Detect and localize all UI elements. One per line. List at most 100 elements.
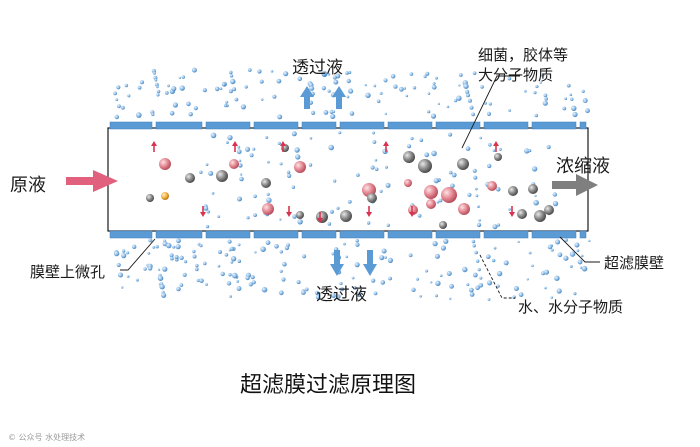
water-dot bbox=[228, 89, 233, 94]
water-dot bbox=[355, 298, 359, 301]
water-dot bbox=[230, 78, 236, 85]
water-dot bbox=[435, 76, 438, 80]
water-dot bbox=[550, 248, 554, 252]
water-dot bbox=[513, 286, 519, 291]
water-dot bbox=[225, 141, 229, 144]
water-dot bbox=[384, 256, 387, 259]
water-dot bbox=[434, 253, 440, 259]
water-dot bbox=[446, 271, 452, 276]
water-dot bbox=[492, 224, 498, 230]
water-dot bbox=[450, 183, 455, 189]
water-dot bbox=[508, 208, 511, 211]
water-dot bbox=[315, 295, 320, 300]
water-dot bbox=[524, 148, 530, 154]
water-dot bbox=[302, 254, 307, 259]
water-dot bbox=[175, 244, 181, 250]
water-dot bbox=[423, 74, 427, 79]
water-dot bbox=[449, 283, 454, 289]
water-label: 水、水分子物质 bbox=[518, 298, 623, 316]
water-dot bbox=[238, 159, 242, 163]
water-dot bbox=[466, 93, 470, 98]
water-dot bbox=[169, 110, 175, 116]
water-dot bbox=[493, 246, 497, 250]
water-dot bbox=[374, 158, 378, 162]
water-dot bbox=[507, 76, 512, 81]
water-dot bbox=[385, 182, 391, 188]
water-dot bbox=[164, 91, 169, 95]
water-dot bbox=[338, 131, 342, 135]
water-dot bbox=[331, 252, 335, 256]
water-dot bbox=[327, 89, 331, 93]
water-dot bbox=[327, 222, 332, 226]
water-dot bbox=[116, 262, 121, 268]
water-dot bbox=[137, 85, 142, 90]
water-dot bbox=[539, 81, 542, 84]
water-dot bbox=[581, 265, 588, 272]
water-dot bbox=[533, 199, 539, 206]
feed-arrow-icon bbox=[66, 170, 118, 192]
water-dot bbox=[484, 101, 487, 105]
permeate-top-label: 透过液 bbox=[292, 58, 343, 78]
water-dot bbox=[355, 239, 359, 243]
water-dot bbox=[253, 213, 257, 218]
membrane-segment bbox=[531, 121, 577, 130]
water-dot bbox=[192, 249, 196, 254]
water-dot bbox=[467, 192, 472, 197]
water-dot bbox=[419, 295, 422, 298]
internal-flow-arrows bbox=[151, 141, 515, 223]
water-dot bbox=[172, 102, 178, 108]
water-dot bbox=[199, 244, 203, 248]
water-dot bbox=[126, 251, 130, 255]
water-dot bbox=[132, 244, 137, 249]
particle bbox=[296, 211, 304, 219]
water-dot bbox=[562, 106, 567, 111]
flow-arrow-head bbox=[409, 212, 415, 217]
membrane-segment bbox=[155, 121, 203, 130]
water-dot bbox=[218, 250, 222, 254]
water-dot bbox=[409, 72, 414, 76]
membrane-segment bbox=[483, 230, 529, 239]
water-dot bbox=[544, 269, 549, 275]
membrane-segment bbox=[435, 230, 481, 239]
water-dot bbox=[550, 296, 554, 299]
water-dot bbox=[327, 73, 331, 76]
water-dot bbox=[475, 285, 480, 291]
water-dot bbox=[569, 265, 573, 268]
membrane-segment bbox=[387, 230, 433, 239]
water-dot bbox=[186, 101, 191, 107]
water-dot bbox=[432, 241, 438, 247]
water-dot bbox=[563, 255, 569, 261]
water-dot bbox=[437, 102, 440, 106]
water-dot bbox=[381, 248, 387, 254]
water-dot bbox=[279, 269, 283, 273]
water-dot bbox=[279, 162, 283, 166]
water-dot bbox=[332, 110, 336, 113]
concentrate-arrow-icon bbox=[552, 174, 598, 196]
water-dot bbox=[117, 104, 121, 109]
water-dot bbox=[526, 278, 529, 281]
water-dot bbox=[544, 286, 547, 290]
water-dot bbox=[151, 112, 155, 117]
water-dot bbox=[431, 84, 437, 90]
water-dot bbox=[156, 93, 160, 97]
water-dot bbox=[451, 172, 457, 178]
water-dot bbox=[353, 286, 357, 290]
water-dot bbox=[552, 192, 557, 197]
water-dot bbox=[448, 170, 453, 175]
water-dot bbox=[491, 258, 496, 263]
water-dot bbox=[314, 290, 320, 296]
particle bbox=[261, 178, 271, 188]
water-dot bbox=[407, 144, 412, 149]
water-dot bbox=[388, 276, 392, 281]
water-dot bbox=[224, 253, 229, 257]
water-dot bbox=[279, 250, 283, 254]
water-dot bbox=[468, 287, 474, 293]
water-dot bbox=[478, 219, 481, 222]
water-dot bbox=[379, 91, 383, 95]
water-dot bbox=[291, 131, 297, 137]
water-dot bbox=[379, 255, 385, 261]
water-dot bbox=[236, 280, 240, 283]
water-dot bbox=[534, 194, 537, 198]
flow-arrow-head bbox=[200, 212, 206, 217]
water-dot bbox=[239, 176, 244, 182]
